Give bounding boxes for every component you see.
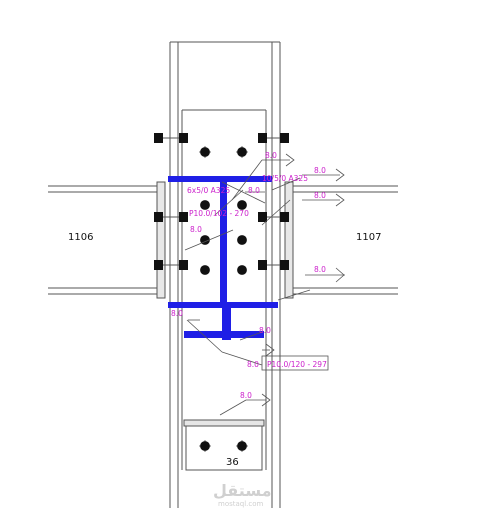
beam-right-label: 1107 bbox=[356, 232, 381, 243]
beam-left bbox=[48, 181, 166, 299]
bolt-spec-top: 10/5/0 A325 bbox=[262, 174, 308, 183]
weld-size-5: 8.0 bbox=[190, 225, 202, 234]
annotations: 10/5/0 A325 6x5/0 A325 P10.0/102 - 270 P… bbox=[171, 151, 327, 400]
watermark-logo: مستقل bbox=[213, 481, 272, 500]
stiffener-plates bbox=[181, 109, 267, 471]
bolt-centerlines bbox=[199, 146, 248, 452]
weld-size-3: 8.0 bbox=[248, 186, 260, 195]
plate-spec-lower-box bbox=[261, 355, 329, 371]
blue-plates bbox=[168, 176, 278, 340]
weld-size-2: 8.0 bbox=[314, 166, 326, 175]
leader-lines bbox=[184, 159, 311, 416]
beam-right bbox=[284, 181, 398, 299]
watermark: مستقل mostaql.com bbox=[213, 481, 272, 508]
lower-flange-plate bbox=[184, 331, 264, 338]
upper-web-plate bbox=[220, 182, 227, 302]
column bbox=[169, 41, 281, 508]
weld-size-9: 8.0 bbox=[247, 360, 259, 369]
bottom-flange-plate bbox=[168, 302, 278, 308]
weld-size-6: 8.0 bbox=[314, 265, 326, 274]
weld-size-8: 8.0 bbox=[259, 326, 271, 335]
bolt-spec-left: 6x5/0 A325 bbox=[187, 186, 230, 195]
lower-web-plate bbox=[222, 308, 231, 340]
plate-spec-lower: P10.0/120 - 297 bbox=[267, 360, 327, 369]
weld-size-10: 8.0 bbox=[240, 391, 252, 400]
top-flange-plate bbox=[168, 176, 272, 182]
bolt-shanks bbox=[163, 137, 280, 266]
plate-spec-upper: P10.0/102 - 270 bbox=[189, 209, 249, 218]
weld-size-4: 8.0 bbox=[314, 191, 326, 200]
weld-size-7: 8.0 bbox=[171, 309, 183, 318]
watermark-site: mostaql.com bbox=[218, 500, 264, 508]
bolt-heads bbox=[154, 133, 289, 270]
weld-symbols bbox=[188, 153, 345, 407]
beam-left-label: 1106 bbox=[68, 232, 93, 243]
weld-size-1: 8.0 bbox=[265, 151, 277, 160]
column-mark-label: 36 bbox=[226, 457, 239, 468]
